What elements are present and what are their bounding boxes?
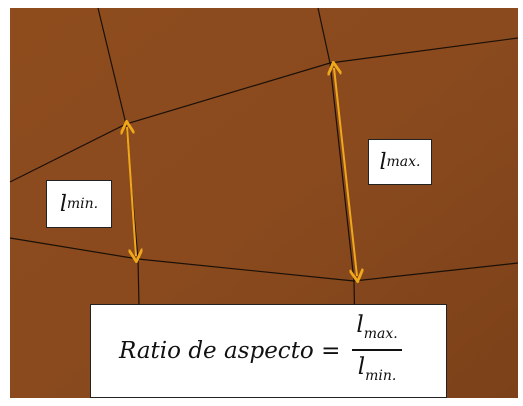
lmin-subscript: min. (66, 196, 99, 212)
formula-fraction: lmax. lmin. (352, 310, 402, 392)
mesh-edge-right-vertical (317, 7, 331, 64)
lmax-subscript: max. (386, 154, 421, 170)
mesh-edge-left-lower (9, 237, 139, 260)
mesh-edge-top-middle (125, 62, 331, 125)
numerator-variable: l (356, 312, 364, 339)
lmin-variable: l (59, 191, 67, 217)
lmax-arrow (334, 68, 357, 276)
mesh-edge-bottom-middle (137, 258, 355, 282)
mesh-edge-top-right (329, 37, 519, 64)
denominator-variable: l (357, 353, 366, 380)
lmin-arrow (127, 127, 136, 256)
numerator-subscript: max. (363, 326, 398, 343)
mesh-edge-left-upper (9, 123, 127, 183)
mesh-edge-bottom-right (353, 262, 519, 282)
mesh-edge-left-vertical (97, 7, 127, 125)
formula-lhs: Ratio de aspecto = (119, 338, 341, 364)
fraction-numerator: lmax. (352, 310, 401, 349)
denominator-subscript: min. (365, 367, 397, 384)
fraction-bar (352, 349, 402, 351)
aspect-ratio-formula: Ratio de aspecto = lmax. lmin. (90, 304, 447, 398)
fraction-denominator: lmin. (354, 351, 401, 392)
lmax-variable: l (379, 149, 387, 175)
